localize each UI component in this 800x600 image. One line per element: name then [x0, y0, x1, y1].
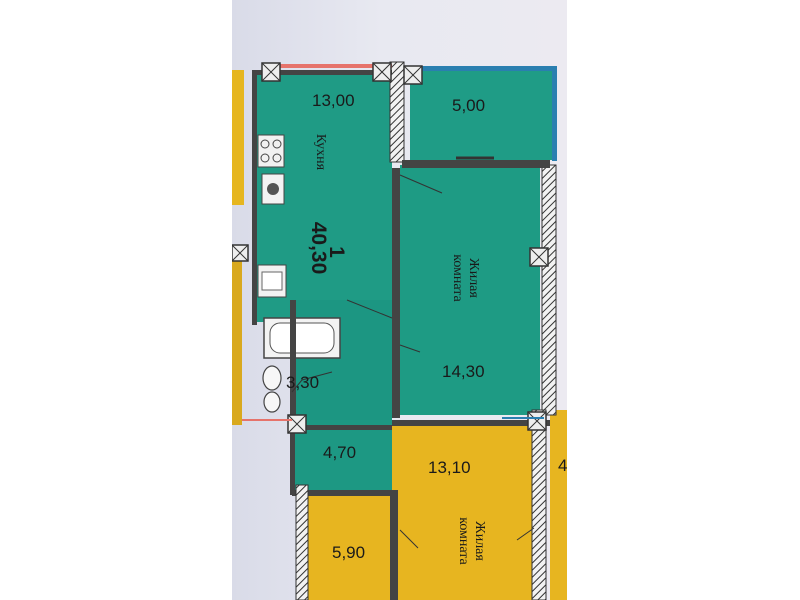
toilet-sink — [262, 365, 282, 413]
living-room-area: 14,30 — [442, 362, 485, 381]
columns — [232, 62, 549, 434]
neighbor-room-area: 13,10 — [428, 458, 471, 477]
balcony-area: 5,00 — [452, 96, 486, 115]
living-room-label-line1: Жилая — [466, 258, 481, 298]
doors — [346, 156, 535, 549]
bathtub — [263, 317, 341, 359]
walls — [252, 61, 557, 600]
bathroom-area: 3,30 — [286, 373, 320, 392]
neighbor-partial-area: 4 — [558, 456, 567, 475]
floor-plan-photo: 13,00 5,00 Кухня 1 40,30 Жилая комната 1… — [232, 0, 567, 600]
apartment-total-area: 40,30 — [307, 221, 330, 275]
neighbor-left-strip — [232, 70, 244, 425]
bathroom-door — [291, 371, 333, 393]
stove — [257, 134, 285, 205]
kitchen-label: Кухня — [313, 133, 328, 171]
neighbor-small-fill — [302, 495, 394, 600]
neighbor-room-label-line2: комната — [456, 517, 471, 565]
living-room-label-line2: комната — [450, 254, 465, 302]
neighbor-partial-fill — [550, 410, 567, 600]
kitchen-sink — [257, 264, 287, 298]
neighbor-room-label: Жилая комната — [455, 498, 487, 584]
living-room-label: Жилая комната — [449, 233, 481, 323]
neighbor-small-area: 5,90 — [332, 543, 366, 562]
hallway-area: 4,70 — [323, 443, 357, 462]
kitchen-area: 13,00 — [312, 91, 355, 110]
neighbor-room-label-line1: Жилая — [472, 521, 487, 561]
neighbor-room-fill — [390, 420, 538, 600]
floor-plan-drawing — [232, 61, 567, 600]
